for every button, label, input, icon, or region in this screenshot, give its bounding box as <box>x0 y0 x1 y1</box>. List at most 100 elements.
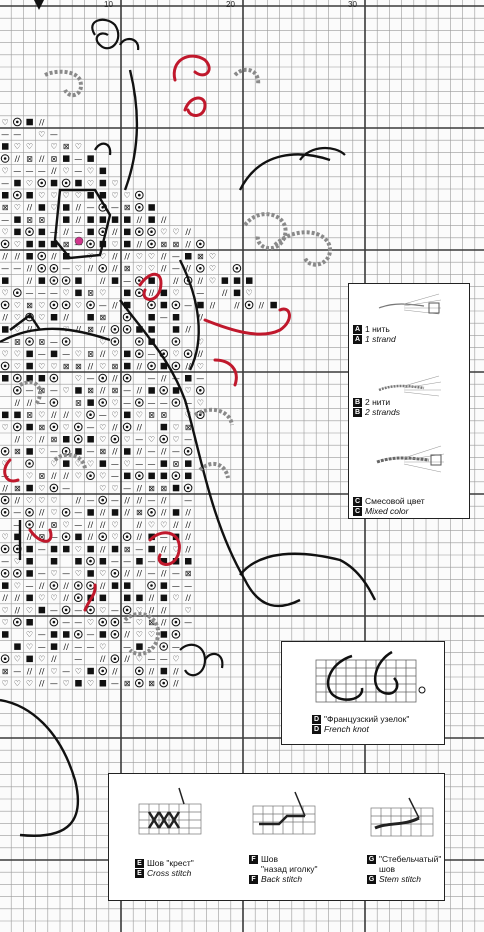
symbol-dark-square <box>124 412 131 419</box>
symbol-glyph: // <box>15 594 21 603</box>
symbol-glyph: // <box>112 667 118 676</box>
symbol-glyph: ♡ <box>99 569 106 578</box>
symbol-glyph: // <box>112 264 118 273</box>
symbol-glyph: ♡ <box>2 423 9 432</box>
symbol-glyph: ⊠ <box>38 423 45 432</box>
symbol-dark-square <box>26 424 33 431</box>
symbol-glyph: — <box>99 301 107 310</box>
symbol-glyph: ♡ <box>26 179 33 188</box>
symbol-glyph: // <box>137 362 143 371</box>
symbol-glyph: ♡ <box>38 130 45 139</box>
red-curl-stitch-1 <box>185 98 205 115</box>
symbol-glyph: ♡ <box>2 679 9 688</box>
symbol-glyph: // <box>39 154 45 163</box>
symbol-glyph: ♡ <box>26 496 33 505</box>
symbol-dark-square <box>75 387 82 394</box>
legend-strands-box: A1 нить A1 strand B2 нити B2 strands CСм… <box>348 283 470 519</box>
symbol-glyph: ♡ <box>75 191 82 200</box>
symbol-dark-square <box>63 546 70 553</box>
symbol-glyph: ♡ <box>99 423 106 432</box>
symbol-dark-square <box>148 473 155 480</box>
symbol-glyph: // <box>137 484 143 493</box>
legend-g-en: Stem stitch <box>379 874 421 884</box>
symbol-glyph: ♡ <box>172 594 179 603</box>
symbol-glyph: ♡ <box>172 423 179 432</box>
symbol-glyph: — <box>196 289 204 298</box>
symbol-glyph: — <box>123 398 131 407</box>
symbol-glyph: ♡ <box>14 142 21 151</box>
symbol-glyph: — <box>62 264 70 273</box>
symbol-glyph: ♡ <box>87 179 94 188</box>
symbol-glyph: // <box>161 569 167 578</box>
symbol-glyph: // <box>124 630 130 639</box>
symbol-glyph: ♡ <box>14 313 21 322</box>
symbol-dark-square <box>39 375 46 382</box>
symbol-dark-square <box>63 631 70 638</box>
symbol-glyph: ♡ <box>148 252 155 261</box>
symbol-dark-square <box>87 216 94 223</box>
symbol-glyph: — <box>13 667 21 676</box>
symbol-dark-square <box>75 534 82 541</box>
symbol-glyph: ♡ <box>185 386 192 395</box>
symbol-glyph: — <box>38 642 46 651</box>
symbol-glyph: — <box>111 496 119 505</box>
symbol-glyph: ♡ <box>26 142 33 151</box>
symbol-dark-square <box>87 229 94 236</box>
symbol-glyph: ⊠ <box>63 240 70 249</box>
symbol-glyph: ♡ <box>26 606 33 615</box>
symbol-glyph: ♡ <box>75 569 82 578</box>
symbol-glyph: — <box>87 423 95 432</box>
symbol-dark-square <box>161 424 168 431</box>
symbol-glyph: — <box>26 167 34 176</box>
symbol-glyph: ♡ <box>2 228 9 237</box>
symbol-glyph: // <box>63 411 69 420</box>
symbol-glyph: — <box>38 350 46 359</box>
symbol-glyph: ♡ <box>136 264 143 273</box>
legend-f-ru-1: Шов <box>261 854 278 864</box>
symbol-glyph: ♡ <box>38 496 45 505</box>
symbol-dark-square <box>100 460 107 467</box>
symbol-glyph: ♡ <box>14 581 21 590</box>
symbol-glyph: ♡ <box>185 606 192 615</box>
symbol-glyph: ⊠ <box>38 472 45 481</box>
symbol-glyph: // <box>39 520 45 529</box>
symbol-glyph: ♡ <box>2 350 9 359</box>
symbol-glyph: // <box>137 215 143 224</box>
symbol-glyph: — <box>111 557 119 566</box>
symbol-glyph: ♡ <box>38 447 45 456</box>
symbol-glyph: // <box>27 203 33 212</box>
symbol-dark-square <box>161 302 168 309</box>
symbol-dark-square <box>112 216 119 223</box>
symbol-dark-square <box>148 326 155 333</box>
symbol-glyph: ⊠ <box>26 301 33 310</box>
symbol-glyph: // <box>39 435 45 444</box>
symbol-dark-square <box>63 436 70 443</box>
symbol-dark-square <box>63 155 70 162</box>
symbol-glyph: // <box>137 496 143 505</box>
symbol-glyph: ♡ <box>38 362 45 371</box>
symbol-glyph: // <box>27 264 33 273</box>
symbol-glyph: // <box>100 350 106 359</box>
symbol-dark-square <box>234 277 241 284</box>
symbol-glyph: ♡ <box>50 142 57 151</box>
symbol-glyph: — <box>74 618 82 627</box>
symbol-dark-square <box>124 582 131 589</box>
symbol-glyph: ♡ <box>50 496 57 505</box>
symbol-glyph: — <box>26 386 34 395</box>
symbol-glyph: ⊠ <box>63 142 70 151</box>
symbol-dark-square <box>185 460 192 467</box>
symbol-dark-square <box>51 558 58 565</box>
symbol-glyph: // <box>137 569 143 578</box>
symbol-glyph: ♡ <box>172 655 179 664</box>
symbol-glyph: — <box>111 203 119 212</box>
symbol-glyph: // <box>137 447 143 456</box>
symbol-glyph: — <box>38 167 46 176</box>
symbol-glyph: ♡ <box>87 679 94 688</box>
symbol-glyph: ⊠ <box>112 386 119 395</box>
legend-b: B2 нити B2 strands <box>353 397 400 417</box>
french-knot-illustration <box>282 642 444 712</box>
symbol-dark-square <box>161 290 168 297</box>
symbol-glyph: — <box>1 130 9 139</box>
symbol-glyph: — <box>111 679 119 688</box>
